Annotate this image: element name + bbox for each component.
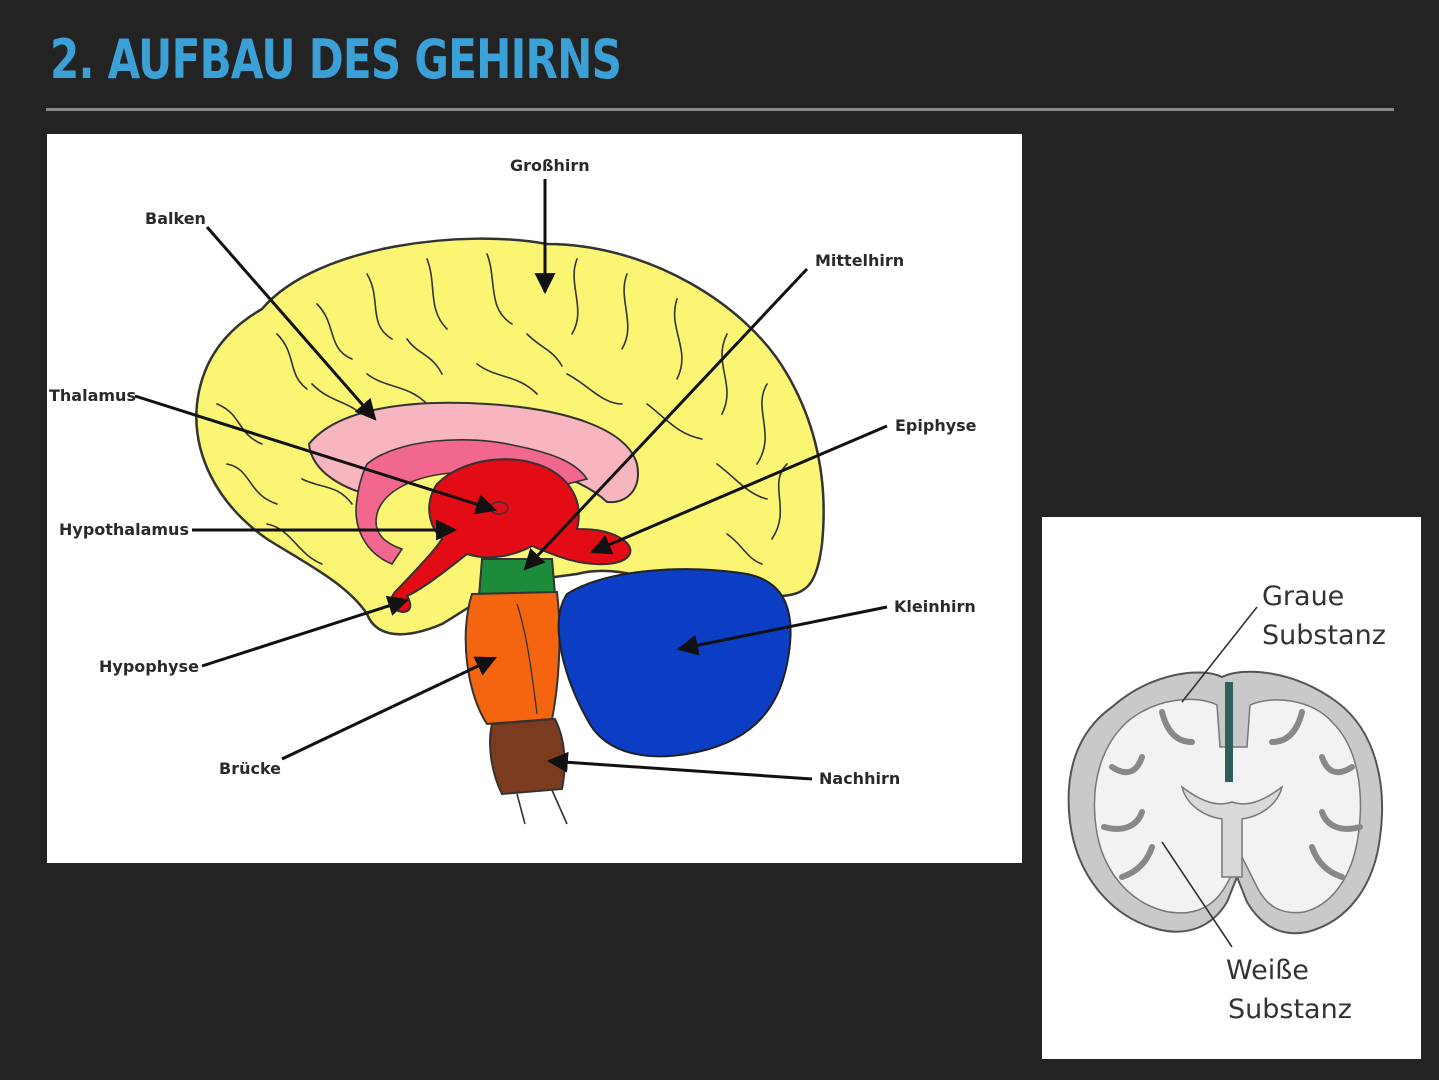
label-thalamus: Thalamus	[49, 386, 136, 405]
label-balken: Balken	[145, 209, 206, 228]
label-nachhirn: Nachhirn	[819, 769, 900, 788]
nachhirn-region	[489, 717, 566, 796]
label-hypothalamus: Hypothalamus	[59, 520, 189, 539]
ventricle-region	[1180, 785, 1284, 878]
coronal-brain-svg: Graue Substanz Weiße Substanz	[1067, 581, 1386, 1025]
cortex-folds	[1101, 709, 1363, 880]
label-epiphyse: Epiphyse	[895, 416, 977, 435]
title-divider	[46, 108, 1394, 111]
label-weisse-line2: Substanz	[1228, 994, 1352, 1025]
label-graue-line2: Substanz	[1262, 620, 1386, 651]
label-hypophyse: Hypophyse	[99, 657, 199, 676]
label-grosshirn: Großhirn	[510, 156, 590, 175]
label-graue-line1: Graue	[1262, 581, 1344, 612]
label-weisse-line1: Weiße	[1226, 955, 1309, 986]
slide-title: 2. AUFBAU DES GEHIRNS	[50, 28, 622, 91]
label-mittelhirn: Mittelhirn	[815, 251, 904, 270]
sagittal-brain-diagram: Großhirn Balken Mittelhirn Thalamus Epip…	[47, 134, 1022, 863]
label-kleinhirn: Kleinhirn	[894, 597, 976, 616]
sagittal-brain-svg: Großhirn Balken Mittelhirn Thalamus Epip…	[49, 156, 977, 825]
kleinhirn-region	[557, 568, 792, 758]
pointer-arrows	[134, 179, 888, 781]
mittelhirn-region	[477, 558, 557, 598]
label-bruecke: Brücke	[219, 759, 281, 778]
bruecke-region	[464, 590, 561, 726]
coronal-brain-diagram: Graue Substanz Weiße Substanz	[1042, 517, 1421, 1059]
coronal-pointer-lines	[1161, 606, 1258, 948]
